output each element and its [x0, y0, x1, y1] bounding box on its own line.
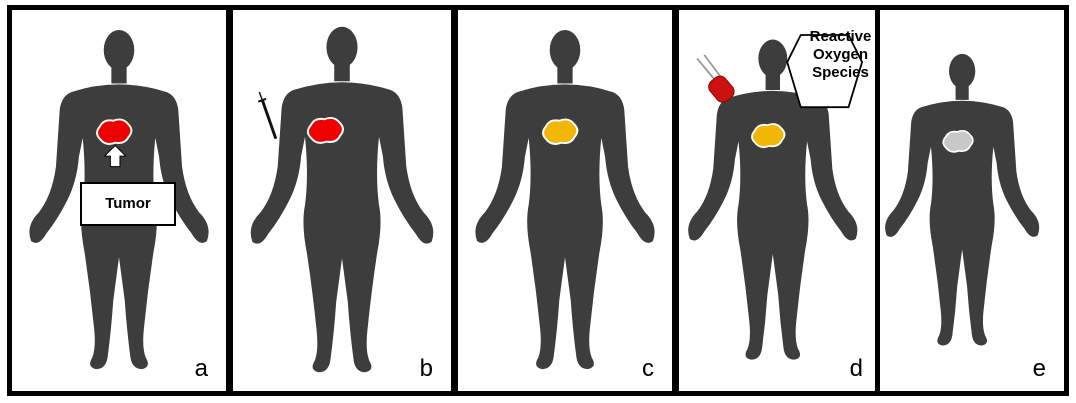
- panel-b: b: [228, 5, 456, 396]
- panel-d: Reactive Oxygen Species d: [674, 5, 886, 396]
- tumor-d: [752, 124, 784, 147]
- tumor-c: [543, 119, 577, 144]
- tumor-e: [943, 131, 973, 152]
- tumor-overlay: [458, 10, 672, 391]
- syringe-icon: [258, 92, 276, 139]
- panel-e: e: [875, 5, 1069, 396]
- tumor-a: [97, 119, 131, 144]
- panel-c: c: [453, 5, 677, 396]
- panel-letter: b: [420, 355, 433, 383]
- tumor-overlay: [233, 10, 451, 391]
- ros-line-2: Oxygen: [799, 46, 882, 64]
- panel-letter: c: [642, 355, 654, 383]
- arrow-up-icon: [105, 146, 126, 167]
- panel-letter: d: [850, 355, 863, 383]
- panel-letter: a: [195, 355, 208, 383]
- tumor-overlay: [880, 10, 1064, 391]
- tumor-b: [308, 118, 343, 143]
- panel-letter: e: [1033, 355, 1046, 383]
- tumor-callout: Tumor: [80, 182, 176, 226]
- led-icon: [697, 55, 737, 105]
- ros-line-3: Species: [799, 64, 882, 82]
- ros-callout: Reactive Oxygen Species: [799, 28, 882, 82]
- ros-line-1: Reactive: [799, 28, 882, 46]
- panel-a: Tumor a: [7, 5, 231, 396]
